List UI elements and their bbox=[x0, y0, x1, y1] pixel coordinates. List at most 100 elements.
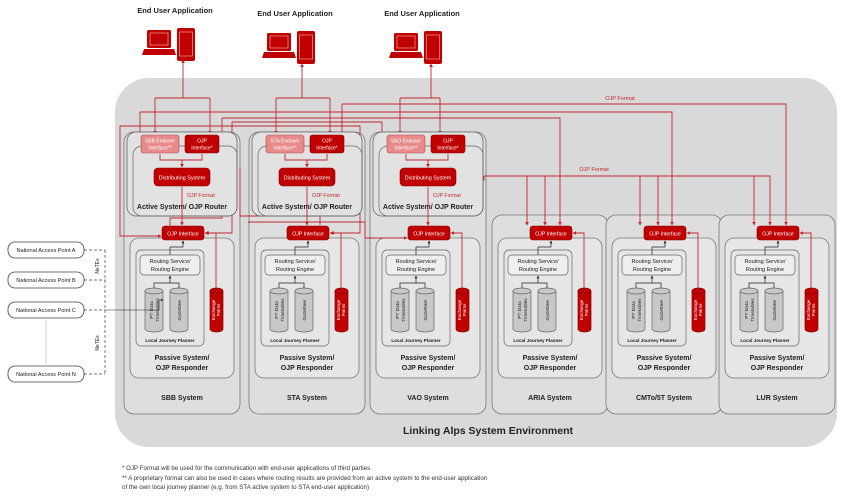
ojp-format-label: OJP Format bbox=[579, 167, 609, 173]
ojp-interface-label: OJP bbox=[322, 139, 332, 145]
cylinder-top bbox=[691, 287, 706, 295]
pt-data-label: Timetables bbox=[750, 298, 756, 322]
national-access-point[interactable]: National Access Point C bbox=[7, 301, 85, 319]
connector-line bbox=[799, 231, 812, 288]
cylinder-top bbox=[334, 287, 349, 295]
connector-line bbox=[159, 154, 203, 161]
exchange-points-label: Points bbox=[698, 303, 703, 316]
ojp-interface-label: OJP Interface bbox=[762, 232, 794, 238]
national-access-point[interactable]: National Access Point N bbox=[7, 365, 85, 383]
ojp-interface-box[interactable]: OJP Interface bbox=[529, 225, 573, 241]
access-point-label: National Access Point N bbox=[16, 372, 76, 378]
cylinder-body bbox=[651, 291, 671, 333]
end-user-app-label: End User Application bbox=[257, 9, 333, 18]
footnote-2: ** A proprietary format can also be used… bbox=[122, 475, 488, 482]
ojp-interface-box[interactable]: OJP Interface bbox=[161, 225, 205, 241]
distributing-system-label: Distributing System bbox=[405, 176, 452, 182]
ojp-interface-label: Interface* bbox=[437, 146, 458, 152]
routing-engine-label: Routing Engine bbox=[397, 267, 435, 273]
end-user-app-label: End User Application bbox=[137, 6, 213, 15]
gazetteer-label: Gazetteer bbox=[772, 299, 778, 320]
enduser-interface-label: SBB Enduser bbox=[145, 139, 175, 145]
end-user-app-label: End User Application bbox=[384, 9, 460, 18]
enduser-interface-label: VAO Enduser bbox=[391, 139, 422, 145]
connector-line bbox=[405, 154, 449, 161]
pt-data-label: Timetables bbox=[401, 298, 407, 322]
exchange-points-database bbox=[455, 287, 470, 333]
exchange-points-database bbox=[804, 287, 819, 333]
distributing-system-box[interactable]: Distributing System bbox=[399, 167, 457, 187]
ojp-format-bus bbox=[222, 117, 562, 226]
national-access-point[interactable]: National Access Point B bbox=[7, 271, 85, 289]
footnote-1: * OJP Format will be used for the commun… bbox=[122, 465, 371, 472]
exchange-points-label: Exchange bbox=[806, 299, 811, 320]
passive-system-label: Passive System/ bbox=[637, 355, 692, 362]
system-name: CMTo/5T System bbox=[636, 395, 692, 402]
cylinder-body bbox=[537, 291, 557, 333]
connector-line bbox=[284, 154, 328, 161]
passive-system-label: OJP Responder bbox=[281, 365, 334, 372]
routing-engine-label: Routing Engine bbox=[519, 267, 557, 273]
ojp-interface-label: Interface* bbox=[316, 146, 337, 152]
gazetteer-label: Gazetteer bbox=[177, 299, 183, 320]
ojp-interface-label: Interface* bbox=[191, 146, 212, 152]
ojp-interface-box[interactable]: OJP Interface bbox=[407, 225, 451, 241]
connector-line bbox=[169, 240, 185, 255]
cylinder-top bbox=[390, 287, 410, 295]
pt-data-database bbox=[739, 287, 759, 333]
pt-data-label: PT Data bbox=[744, 301, 750, 319]
ojp-interface-box[interactable]: OJP Interface bbox=[756, 225, 800, 241]
ojp-interface-box[interactable]: OJP Interface bbox=[286, 225, 330, 241]
local-journey-planner-label: Local Journey Planner bbox=[627, 338, 676, 343]
distributing-system-box[interactable]: Distributing System bbox=[153, 167, 211, 187]
cylinder-top bbox=[415, 287, 435, 295]
netex-label: NeTEx bbox=[95, 335, 101, 351]
ojp-interface-box[interactable]: OJP Interface bbox=[643, 225, 687, 241]
exchange-points-label: Exchange bbox=[336, 299, 341, 320]
distributing-system-box[interactable]: Distributing System bbox=[278, 167, 336, 187]
passive-system-label: OJP Responder bbox=[156, 365, 209, 372]
access-point-label: National Access Point C bbox=[16, 308, 76, 314]
routing-engine-label: Routing Service/ bbox=[631, 259, 672, 265]
exchange-points-label: Points bbox=[584, 303, 589, 316]
cylinder-body bbox=[764, 291, 784, 333]
national-access-point[interactable]: National Access Point A bbox=[7, 241, 85, 259]
end-user-application[interactable]: End User Application bbox=[257, 9, 333, 64]
end-user-application[interactable]: End User Application bbox=[137, 6, 213, 61]
cylinder-top bbox=[739, 287, 759, 295]
exchange-points-database bbox=[334, 287, 349, 333]
gazetteer-label: Gazetteer bbox=[302, 299, 308, 320]
ojp-interface-label: OJP bbox=[197, 139, 207, 145]
end-user-application[interactable]: End User Application bbox=[384, 9, 460, 64]
cylinder-top bbox=[144, 287, 164, 295]
cylinder-top bbox=[577, 287, 592, 295]
connector-line bbox=[294, 240, 310, 255]
ojp-interface-label: OJP Interface bbox=[292, 232, 324, 238]
system-name: SBB System bbox=[161, 395, 203, 402]
routing-engine-label: Routing Engine bbox=[151, 267, 189, 273]
passive-system-label: OJP Responder bbox=[638, 365, 691, 372]
pt-data-database bbox=[390, 287, 410, 333]
pt-data-label: Timetables bbox=[637, 298, 643, 322]
cylinder-top bbox=[269, 287, 289, 295]
connector-line bbox=[635, 282, 662, 288]
exchange-points-database bbox=[691, 287, 706, 333]
gazetteer-database bbox=[169, 287, 189, 333]
cylinder-body bbox=[169, 291, 189, 333]
exchange-points-label: Exchange bbox=[457, 299, 462, 320]
pt-data-database bbox=[626, 287, 646, 333]
cylinder-body bbox=[144, 291, 164, 333]
cylinder-top bbox=[209, 287, 224, 295]
passive-system-label: Passive System/ bbox=[280, 355, 335, 362]
cylinder-body bbox=[334, 291, 349, 333]
